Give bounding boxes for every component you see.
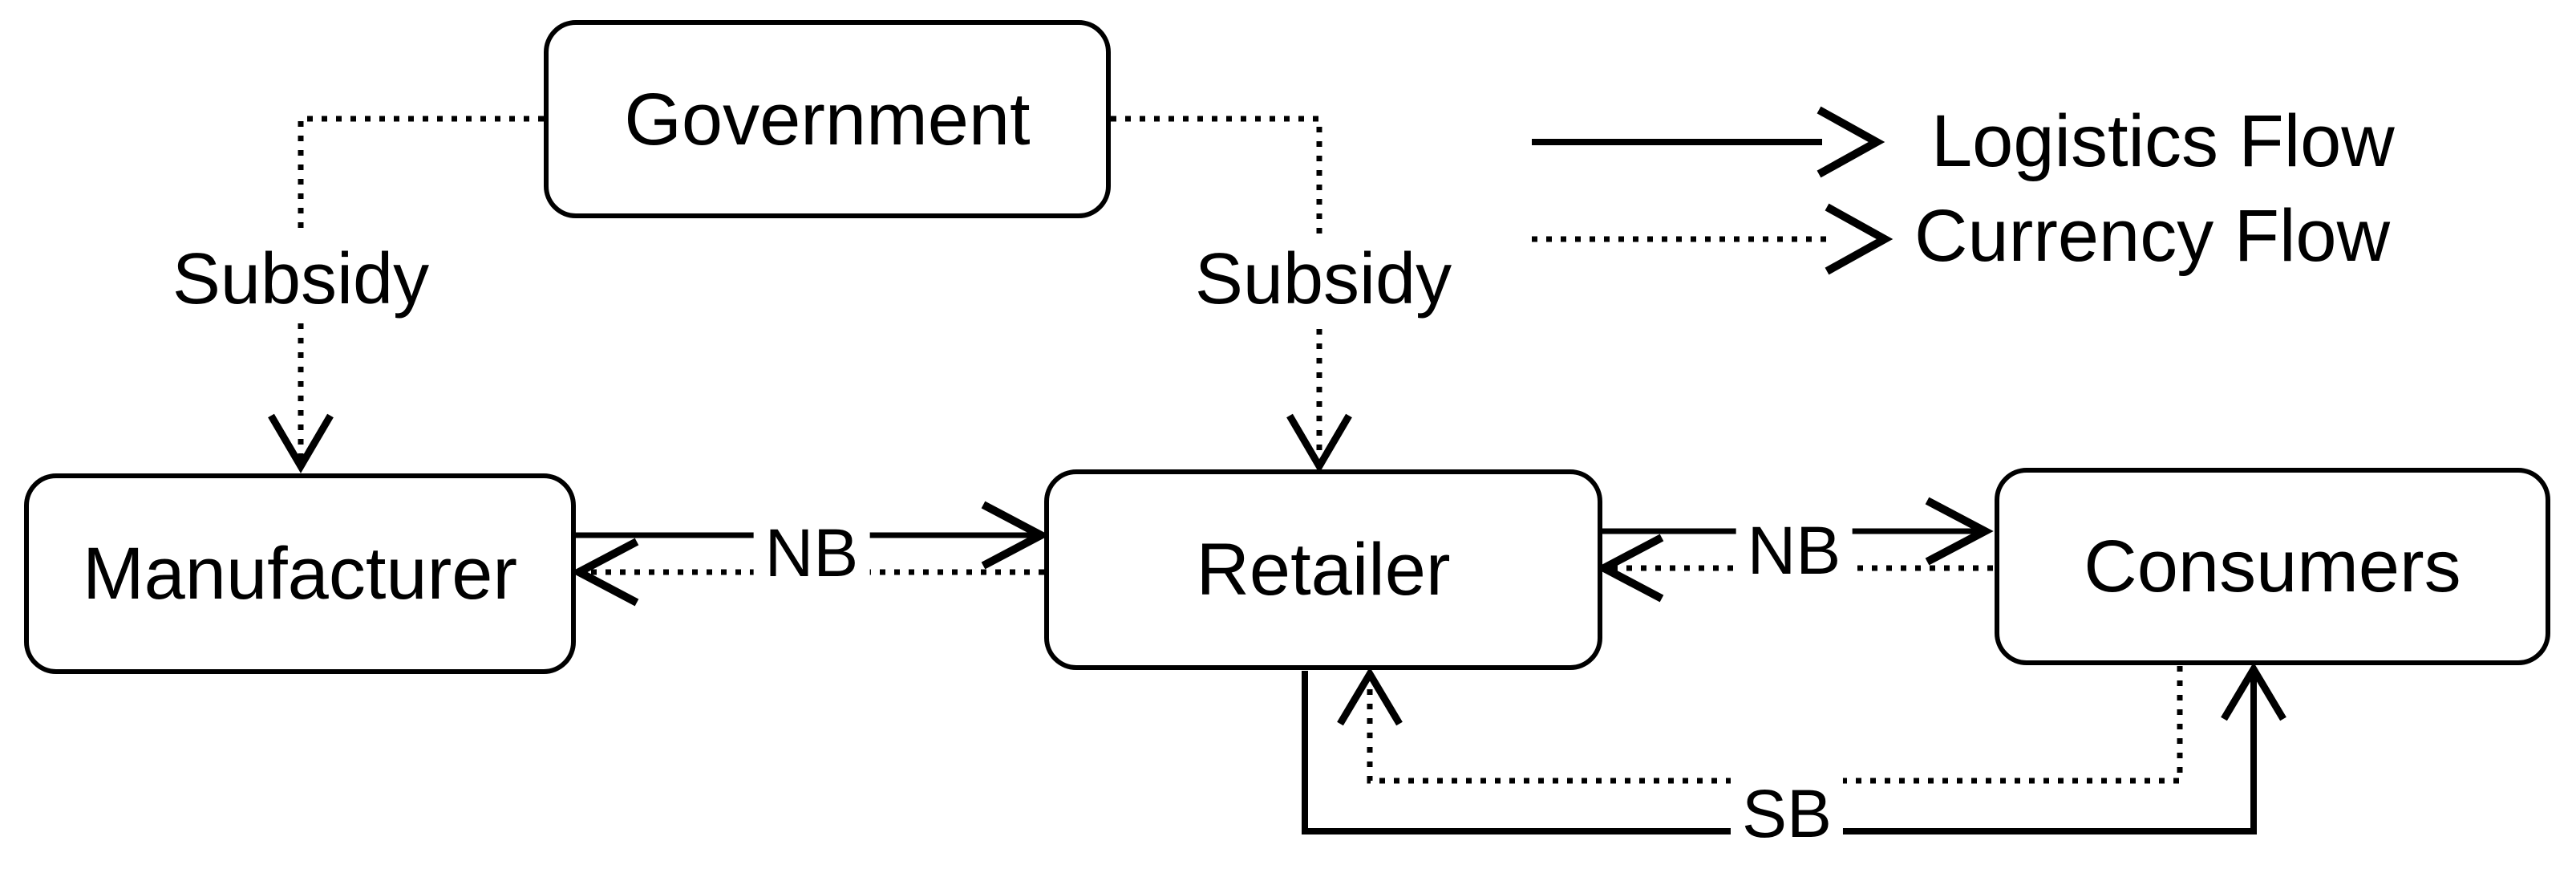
arrowhead-right-icon: [1817, 106, 1885, 178]
node-government: Government: [544, 20, 1111, 218]
arrowhead-down-icon: [268, 413, 334, 473]
node-retailer: Retailer: [1044, 469, 1602, 670]
arrowhead-left-icon: [1595, 534, 1664, 603]
legend-item-logistics-flow: Logistics Flow: [1931, 100, 2395, 182]
arrowhead-right-icon: [981, 501, 1050, 570]
edge-label-nb-manufacturer-retailer: NB: [753, 513, 870, 593]
arrowhead-up-icon: [1337, 667, 1403, 726]
node-manufacturer-label: Manufacturer: [82, 533, 518, 615]
arrowhead-down-icon: [1286, 413, 1352, 473]
node-consumers: Consumers: [1995, 468, 2550, 665]
arrowhead-right-icon: [1925, 497, 1994, 566]
legend-item-currency-flow: Currency Flow: [1914, 195, 2391, 277]
arrowhead-right-icon: [1825, 203, 1894, 275]
node-government-label: Government: [624, 78, 1031, 160]
node-manufacturer: Manufacturer: [24, 473, 576, 674]
edge-sb-dotted-line: [1367, 666, 2183, 784]
edge-label-nb-retailer-consumers: NB: [1736, 510, 1853, 591]
edge-label-subsidy-left: Subsidy: [160, 237, 441, 322]
node-retailer-label: Retailer: [1196, 529, 1451, 611]
edge-subsidy-right-dotted-line: [1111, 116, 1322, 459]
node-consumers-label: Consumers: [2084, 526, 2461, 607]
arrowhead-left-icon: [570, 538, 639, 607]
arrowhead-up-icon: [2221, 662, 2286, 721]
edge-label-sb-retailer-consumers: SB: [1730, 774, 1844, 854]
edge-label-subsidy-right: Subsidy: [1183, 237, 1464, 322]
